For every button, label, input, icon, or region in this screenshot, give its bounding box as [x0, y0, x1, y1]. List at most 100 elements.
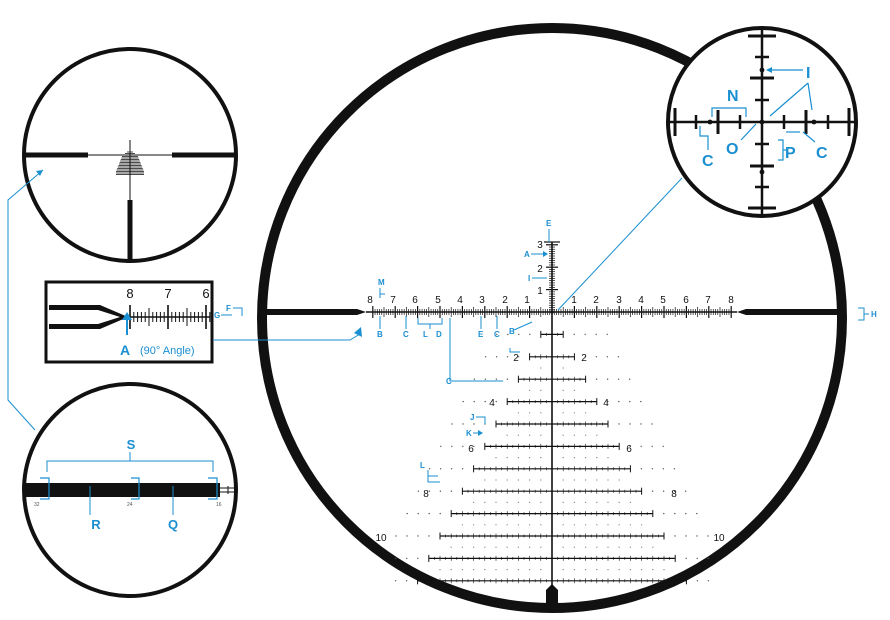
- wind-dot: [663, 512, 665, 515]
- hash-label: 7: [705, 295, 711, 306]
- holdover-dot: [540, 524, 542, 526]
- wind-dot: [462, 400, 464, 403]
- holdover-dot: [450, 546, 452, 548]
- post-number: 32: [34, 502, 40, 508]
- holdover-dot: [573, 389, 576, 391]
- tree-label-right: 2: [581, 353, 587, 364]
- holdover-dot: [629, 524, 632, 526]
- thick-post-bar: [24, 483, 220, 497]
- wind-dot: [395, 557, 397, 560]
- edge-number: 6: [202, 286, 209, 301]
- holdover-dot: [517, 501, 520, 503]
- right-thick-post: [737, 309, 842, 315]
- holdover-dot: [517, 434, 520, 436]
- holdover-dot: [607, 457, 609, 459]
- post-number: 16: [216, 502, 222, 508]
- wind-dot: [595, 356, 598, 358]
- hash-label: 1: [524, 295, 530, 306]
- wind-dot: [440, 445, 442, 448]
- edge-number: 7: [164, 286, 171, 301]
- callout-d: D: [436, 330, 442, 339]
- holdover-dot: [540, 367, 542, 369]
- holdover-dot: [618, 569, 620, 571]
- holdover-dot: [607, 501, 609, 503]
- wind-dot: [629, 445, 631, 448]
- callout-b-center: B: [509, 327, 515, 336]
- wind-dot: [473, 378, 476, 380]
- tree-label-left: 10: [375, 533, 387, 544]
- wind-dot: [618, 423, 620, 425]
- holdover-dot: [473, 546, 475, 548]
- inset-post-detail: 32 24 16 S R Q: [22, 382, 238, 598]
- wind-dot: [684, 490, 687, 492]
- wind-dot: [496, 333, 498, 336]
- holdover-dot: [461, 524, 463, 526]
- holdover-dot: [607, 546, 609, 548]
- callout-k: K: [466, 429, 472, 438]
- holdover-dot: [585, 457, 587, 459]
- wind-dot: [439, 512, 441, 515]
- post-label-s: S: [127, 437, 136, 452]
- wind-dot: [606, 356, 609, 358]
- holdover-dot: [529, 569, 531, 571]
- holdover-dot: [473, 524, 475, 526]
- tree-label-right: 6: [626, 444, 632, 455]
- right-thick-post: [172, 152, 236, 158]
- holdover-dot: [585, 569, 587, 571]
- holdover-dot: [641, 546, 643, 548]
- holdover-dot: [529, 457, 531, 459]
- holdover-dot: [618, 479, 620, 481]
- edge-callout-note: (90° Angle): [140, 345, 195, 357]
- callout-c-mid: C: [494, 330, 500, 339]
- detail-label-n: N: [727, 88, 739, 105]
- wind-dot: [606, 333, 608, 336]
- holdover-dot: [573, 524, 576, 526]
- holdover-dot: [495, 524, 497, 526]
- wind-dot: [651, 468, 654, 470]
- holdover-dot: [540, 434, 542, 436]
- holdover-dot: [506, 524, 508, 526]
- holdover-dot: [596, 501, 598, 503]
- left-thick-post: [24, 152, 88, 158]
- inset-center-detail: I N O C P C: [666, 26, 858, 218]
- wind-dot: [507, 333, 509, 336]
- holdover-dot: [585, 524, 587, 526]
- holdover-dot: [573, 457, 576, 459]
- holdover-dot: [529, 501, 531, 503]
- wind-dot: [707, 535, 709, 537]
- bottom-thick-post: [546, 584, 558, 606]
- holdover-dot: [629, 569, 632, 571]
- wind-dot: [484, 378, 487, 380]
- holdover-dot: [495, 479, 497, 481]
- reticle-dot: [759, 119, 765, 125]
- holdover-dot: [506, 479, 508, 481]
- main-scope-ring: [257, 23, 847, 613]
- wind-dot: [439, 468, 442, 470]
- hash-label: 1: [537, 286, 543, 297]
- thick-post-edge: [49, 305, 128, 329]
- main-hash-up-labels: 3 2 1: [537, 240, 543, 297]
- wind-dot: [707, 557, 709, 560]
- wind-dot: [584, 333, 586, 336]
- holdover-dot: [652, 569, 654, 571]
- holdover-dot: [629, 501, 632, 503]
- holdover-dot: [573, 412, 576, 414]
- holdover-dot: [506, 457, 508, 459]
- detail-label-c-left: C: [702, 153, 714, 170]
- holdover-dot: [573, 546, 576, 548]
- wind-dot: [439, 490, 442, 492]
- bottom-thick-post: [127, 200, 133, 260]
- tree-label-right: 8: [671, 489, 677, 500]
- wind-dot: [473, 423, 475, 425]
- post-label-r: R: [91, 517, 101, 532]
- hash-label: 8: [728, 295, 734, 306]
- holdover-dot: [596, 434, 598, 436]
- hash-label: 3: [479, 295, 485, 306]
- center-dot: [550, 310, 554, 314]
- holdover-dot: [540, 412, 542, 414]
- wind-dot: [640, 445, 642, 448]
- hash-label: 6: [683, 295, 689, 306]
- holdover-dot: [473, 501, 475, 503]
- holdover-dot: [629, 546, 632, 548]
